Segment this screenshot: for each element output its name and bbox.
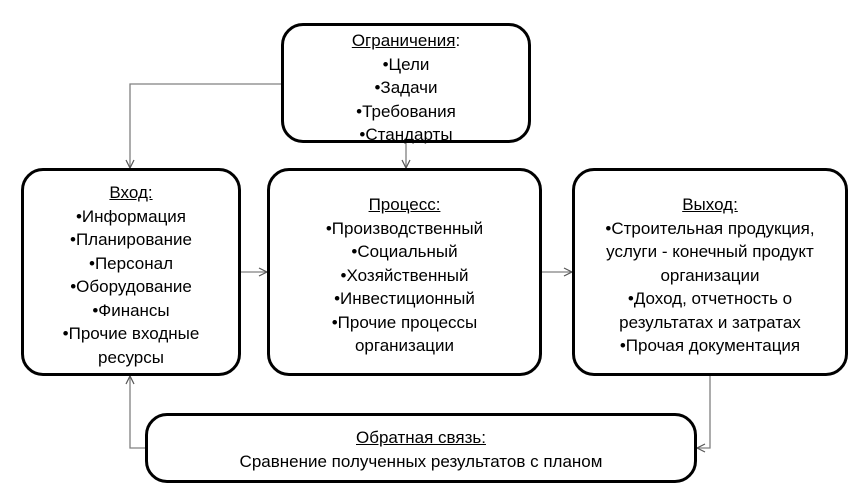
feedback-text: Сравнение полученных результатов с плано… <box>239 451 603 471</box>
list-item: •Оборудование <box>70 277 192 296</box>
list-item: •Производственный <box>325 218 484 238</box>
list-item: •Цели <box>382 54 430 74</box>
list-item: организации <box>354 336 455 355</box>
feedback-to-input-arrow <box>130 376 145 449</box>
output-box: Выход: •Строительная продукция, услуги -… <box>572 168 848 376</box>
feedback-heading: Обратная связь: <box>356 428 486 447</box>
constraints-list: •Цели •Задачи •Требования •Стандарты <box>284 53 528 147</box>
list-item: ресурсы <box>98 347 164 367</box>
input-heading: Вход: <box>109 183 153 202</box>
list-item: •Прочие процессы <box>331 312 478 332</box>
list-item: •Прочая документация <box>619 336 801 355</box>
list-item: •Доход, отчетность о <box>627 289 793 308</box>
list-item: •Строительная продукция, <box>605 218 815 238</box>
list-item: •Финансы <box>92 300 170 320</box>
input-box: Вход: •Информация •Планирование •Персона… <box>21 168 241 376</box>
constraints-heading-text: Ограничения <box>351 31 456 50</box>
output-list: •Строительная продукция, услуги - конечн… <box>575 217 845 358</box>
process-box: Процесс: •Производственный •Социальный •… <box>267 168 542 376</box>
list-item: •Хозяйственный <box>340 265 469 285</box>
list-item: услуги - конечный продукт <box>606 242 814 261</box>
list-item: •Персонал <box>89 253 173 273</box>
list-item: организации <box>660 265 760 285</box>
list-item: •Инвестиционный <box>334 289 475 308</box>
output-heading: Выход: <box>682 195 738 214</box>
list-item: •Планирование <box>70 230 192 249</box>
list-item: •Прочие входные <box>62 324 200 343</box>
list-item: •Информация <box>75 206 187 226</box>
constraints-box: Ограничения: •Цели •Задачи •Требования •… <box>281 23 531 144</box>
list-item: •Требования <box>356 101 456 121</box>
constraints-heading-colon: : <box>455 31 461 50</box>
list-item: результатах и затратах <box>619 312 801 332</box>
constraints-to-input-arrow <box>130 83 281 168</box>
list-item: •Задачи <box>374 78 438 97</box>
list-item: •Социальный <box>351 242 458 261</box>
output-to-feedback-arrow <box>697 376 711 448</box>
list-item: •Стандарты <box>359 125 453 144</box>
input-list: •Информация •Планирование •Персонал •Обо… <box>24 205 238 370</box>
process-list: •Производственный •Социальный •Хозяйстве… <box>270 217 539 358</box>
feedback-box: Обратная связь: Сравнение полученных рез… <box>145 413 697 483</box>
constraints-heading: Ограничения: <box>284 29 528 53</box>
process-heading: Процесс: <box>368 195 441 214</box>
